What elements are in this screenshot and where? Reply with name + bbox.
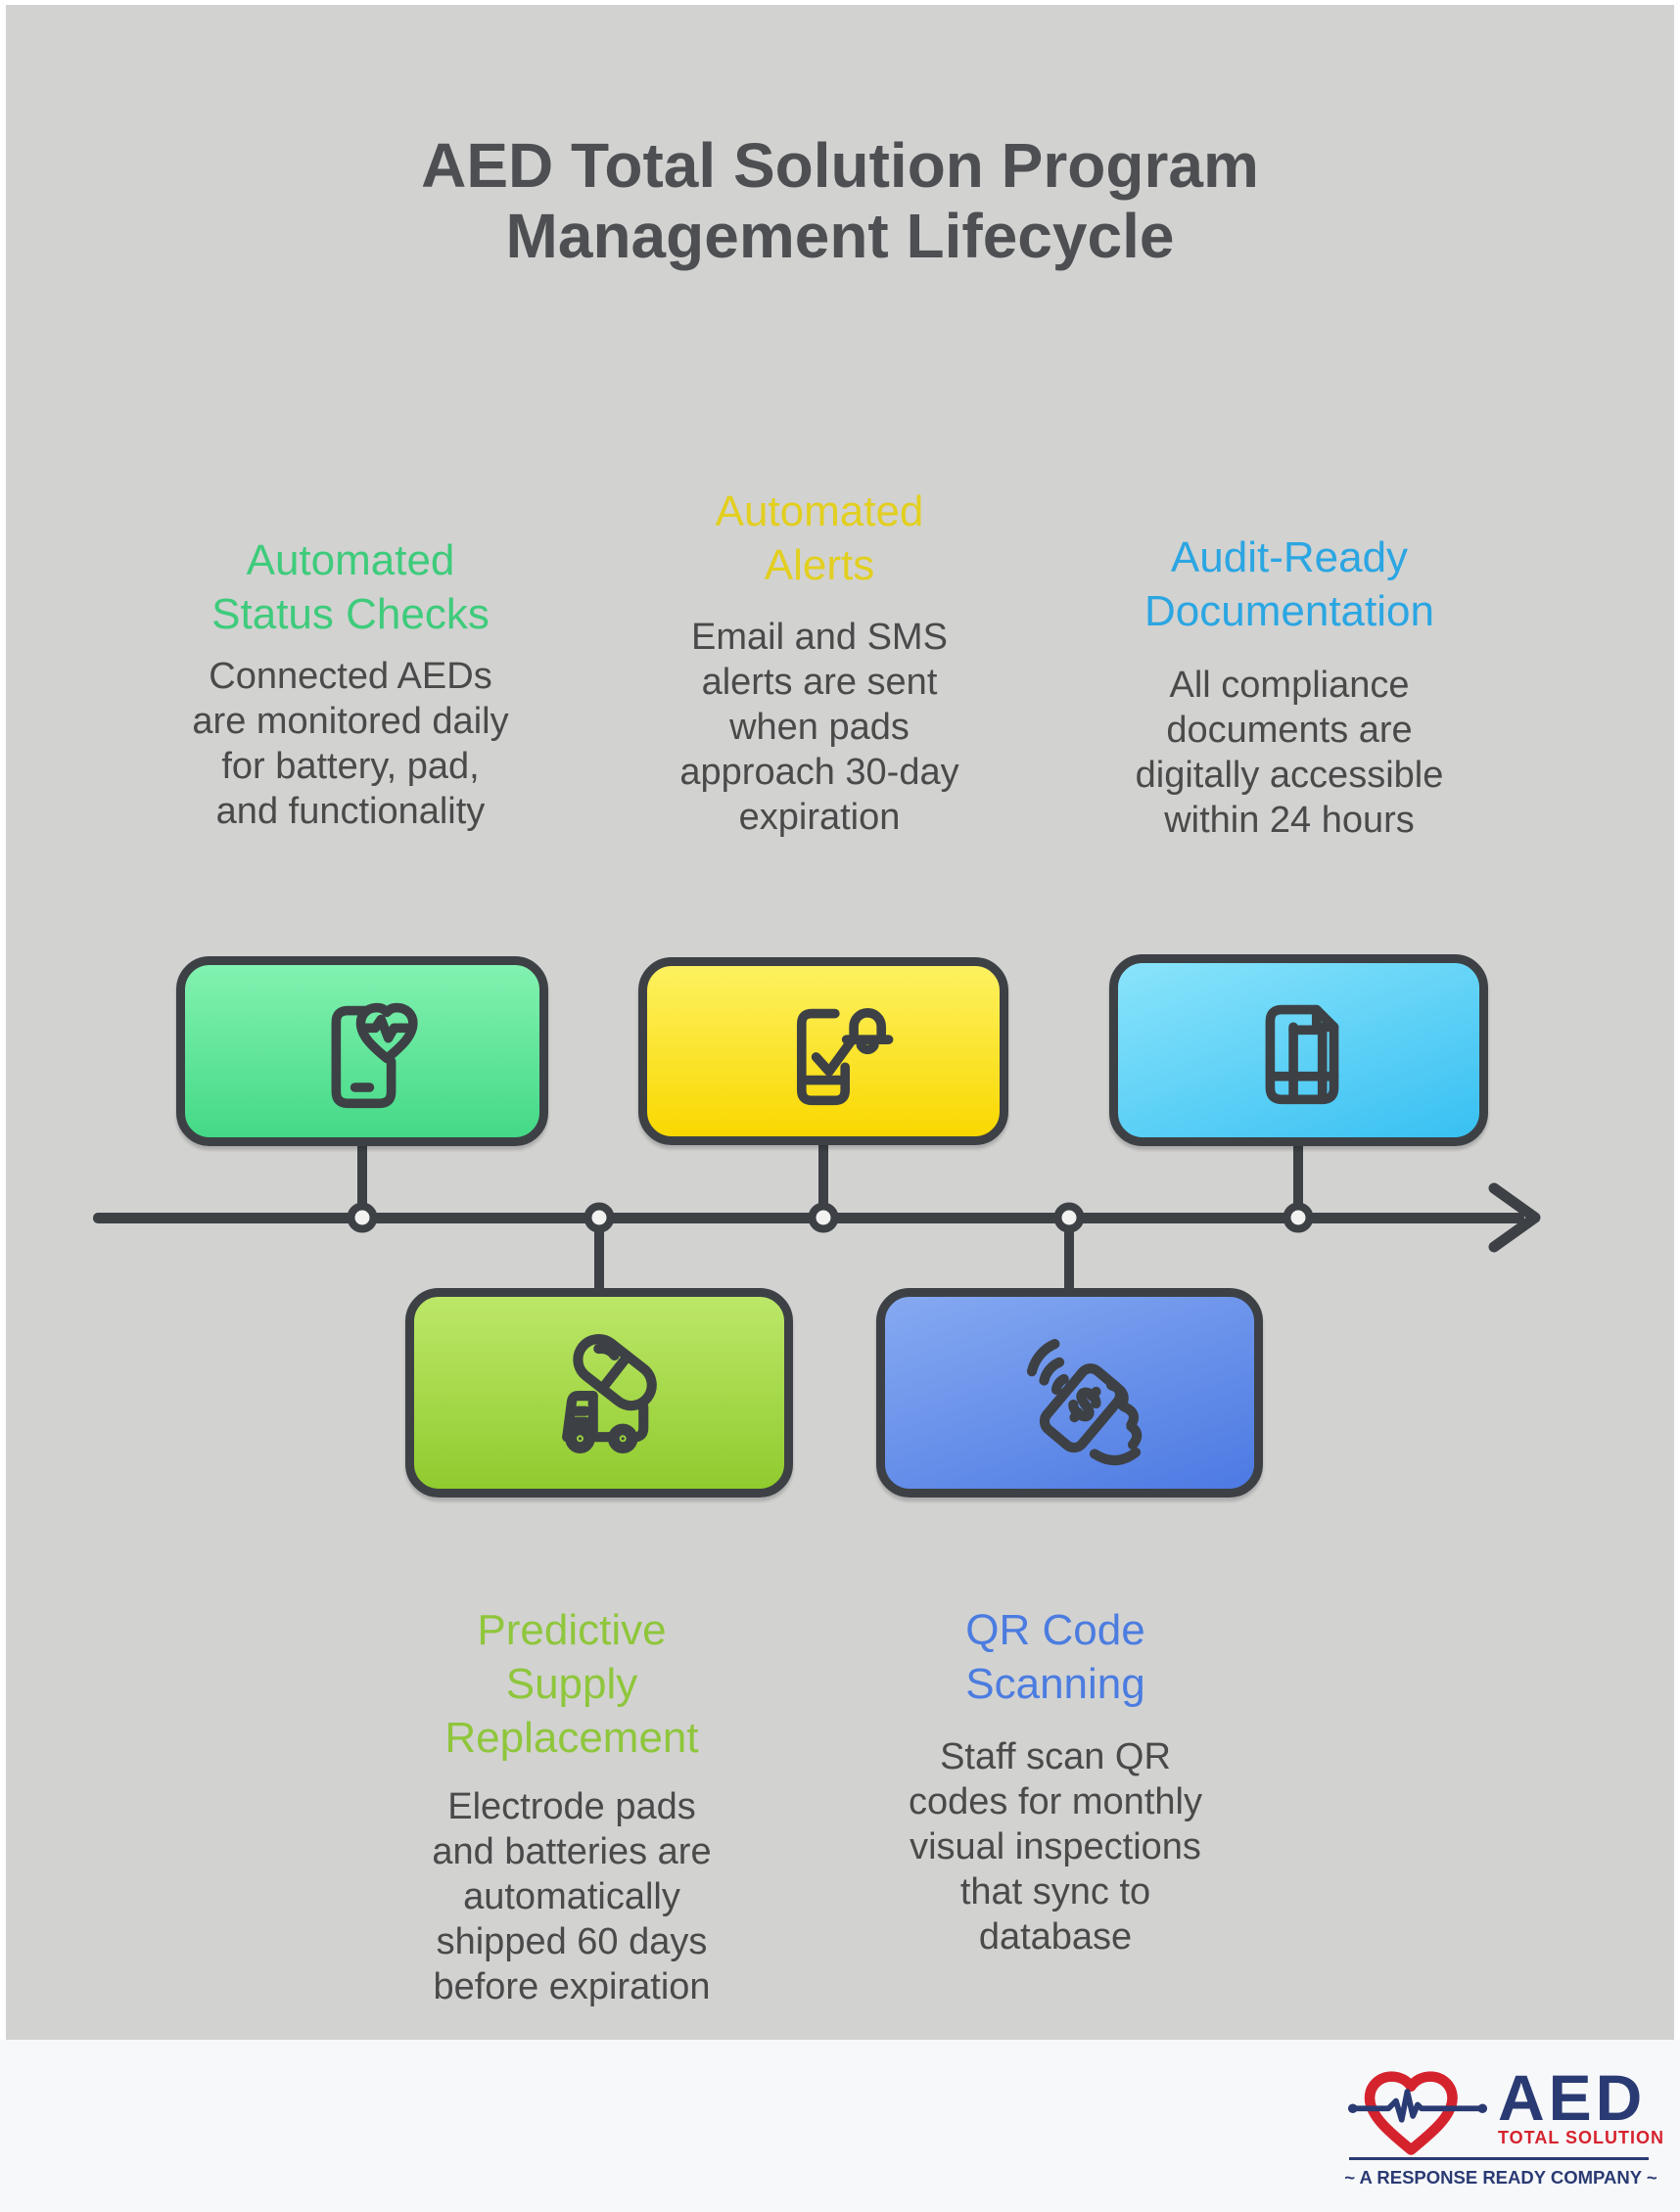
connector-line [1064, 1218, 1074, 1292]
timeline-node [1053, 1202, 1085, 1233]
phone-heartbeat-icon [331, 1002, 418, 1109]
footer-strip: AED TOTAL SOLUTION ~ A RESPONSE READY CO… [0, 2040, 1680, 2212]
stage-heading-automated-status-checks: Automated Status Checks [211, 536, 490, 638]
stage-body-audit-ready-documentation: All compliance documents are digitally a… [1135, 665, 1444, 841]
company-logo: AED TOTAL SOLUTION ~ A RESPONSE READY CO… [1343, 2061, 1663, 2190]
connector-line [818, 1143, 828, 1218]
stage-body-qr-code-scanning: Staff scan QR codes for monthly visual i… [909, 1736, 1202, 1958]
document-copy-icon [1265, 1004, 1338, 1105]
delivery-truck-capsule-icon [562, 1334, 657, 1454]
stage-heading-predictive-supply-replacement: Predictive Supply Replacement [444, 1606, 699, 1762]
stage-box-automated-alerts [638, 957, 1008, 1145]
connector-line [594, 1218, 604, 1292]
stage-box-audit-ready-documentation [1109, 954, 1488, 1146]
stage-body-predictive-supply-replacement: Electrode pads and batteries are automat… [432, 1786, 712, 2007]
stage-box-predictive-supply-replacement [405, 1288, 793, 1498]
timeline-node [583, 1202, 615, 1233]
stage-heading-automated-alerts: Automated Alerts [715, 487, 924, 589]
stage-heading-qr-code-scanning: QR Code Scanning [965, 1606, 1145, 1708]
timeline-node [808, 1202, 839, 1233]
timeline-node [1283, 1202, 1314, 1233]
connector-line [1293, 1143, 1303, 1218]
logo-tagline-text: ~ A RESPONSE READY COMPANY ~ [1344, 2167, 1657, 2188]
timeline-node [347, 1202, 378, 1233]
page-title: AED Total Solution Program Management Li… [421, 130, 1259, 271]
logo-divider [1349, 2157, 1649, 2160]
stage-heading-audit-ready-documentation: Audit-Ready Documentation [1144, 533, 1434, 635]
logo-subbrand-text: TOTAL SOLUTION [1498, 2128, 1664, 2147]
connector-line [357, 1143, 367, 1218]
logo-brand-text: AED [1498, 2061, 1647, 2134]
stage-box-automated-status-checks [176, 956, 548, 1146]
timeline-arrow-icon [1488, 1182, 1541, 1253]
stage-box-qr-code-scanning [876, 1288, 1263, 1498]
stage-body-automated-status-checks: Connected AEDs are monitored daily for b… [192, 656, 509, 832]
qr-scan-icon [1026, 1339, 1142, 1466]
heart-ekg-icon [1347, 2071, 1488, 2155]
stage-body-automated-alerts: Email and SMS alerts are sent when pads … [679, 617, 959, 838]
phone-alert-bell-icon [796, 1008, 894, 1106]
